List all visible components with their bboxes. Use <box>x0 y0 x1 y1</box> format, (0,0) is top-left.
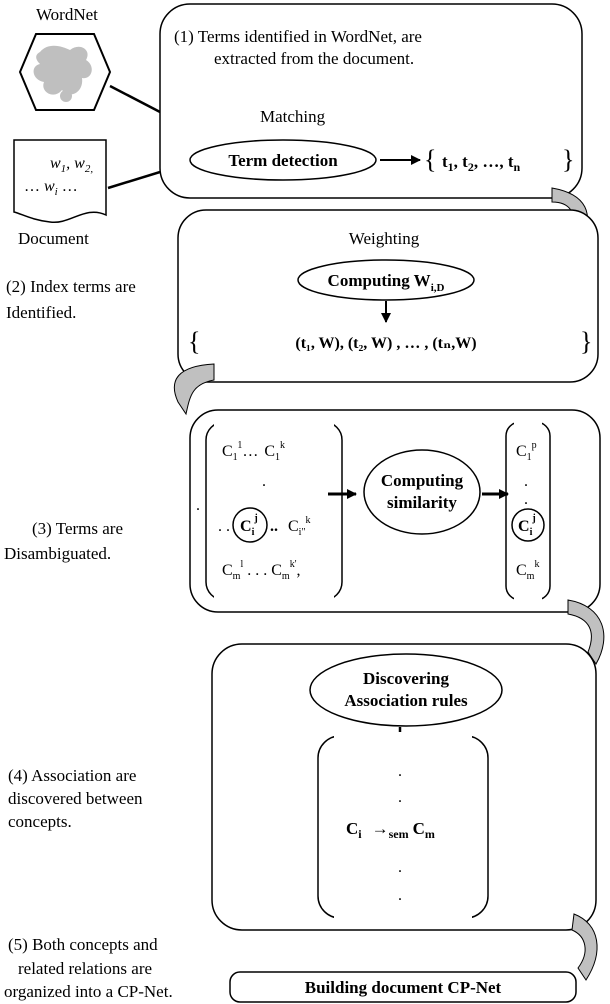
rules-dot4: . <box>398 887 402 904</box>
document-icon <box>13 139 107 223</box>
step5-box <box>229 971 577 1003</box>
weights-brace-right: } <box>580 327 592 356</box>
step5-caption-line1: (5) Both concepts and <box>8 935 158 954</box>
right-matrix-bottom: Cmk <box>516 559 539 582</box>
right-selected-circle <box>511 508 545 542</box>
connector-3-4 <box>567 599 605 665</box>
step2-caption-line1: (2) Index terms are <box>6 277 136 296</box>
step3-caption-line2: Disambiguated. <box>4 544 112 563</box>
wordnet-icon <box>18 33 112 111</box>
term-detection-label: Term detection <box>228 151 338 170</box>
association-rules-line1: Discovering <box>363 669 449 688</box>
left-matrix-row3-lead: . . <box>218 518 230 535</box>
weights-output: (t₁, W), (t₂, W) , … , (tₙ,W) <box>295 335 476 352</box>
left-matrix-row3-center: Cij <box>240 513 258 538</box>
left-matrix-row1: C11…C1k <box>222 440 285 463</box>
document-text-line2: … wi … <box>24 178 78 198</box>
left-candidate-circle <box>232 507 268 543</box>
building-cpnet-label: Building document CP-Net <box>305 978 502 997</box>
connector-2-3 <box>173 363 215 416</box>
terms-brace-left: { <box>424 145 436 174</box>
computing-similarity-line2: similarity <box>387 493 457 512</box>
left-matrix-side-dot: . <box>196 497 200 514</box>
right-matrix-top: C1p <box>516 440 537 463</box>
left-matrix-row4: Cml. . .Cmk', <box>222 559 301 582</box>
computing-similarity-line1: Computing <box>381 471 464 490</box>
rules-dot3: . <box>398 859 402 876</box>
association-rules-line2: Association rules <box>344 691 468 710</box>
right-matrix-dot2: . <box>524 491 528 508</box>
step2-caption-line2: Identified. <box>6 303 77 322</box>
terms-output: t1, t2, …, tn <box>442 152 521 174</box>
computing-weight-node <box>297 259 475 301</box>
step1-caption-line1: (1) Terms identified in WordNet, are <box>174 27 422 46</box>
left-matrix-row3-mid: .. <box>270 518 278 535</box>
right-matrix-center: Cij <box>518 513 536 538</box>
document-label: Document <box>18 229 89 248</box>
terms-brace-right: } <box>562 145 574 174</box>
step5-caption-line3: organized into a CP-Net. <box>4 982 173 1001</box>
weights-brace-left: { <box>188 327 200 356</box>
left-matrix-dot: . <box>262 473 266 490</box>
wordnet-label: WordNet <box>36 5 98 24</box>
rules-dot1: . <box>398 763 402 780</box>
step4-caption-line2: discovered between <box>8 789 143 808</box>
weighting-label: Weighting <box>349 229 420 248</box>
right-matrix-dot1: . <box>524 473 528 490</box>
computing-similarity-node <box>363 449 481 535</box>
computing-weight-label: Computing Wi,D <box>328 271 445 294</box>
left-matrix-row3-right: Ci"k <box>288 515 311 538</box>
document-text-line1: w1, w2, <box>50 155 93 175</box>
association-rules-node <box>309 653 503 727</box>
step4-caption-line1: (4) Association are <box>8 766 137 785</box>
step3-caption-line1: (3) Terms are <box>32 519 124 538</box>
connector-4-5 <box>571 913 598 981</box>
matching-label: Matching <box>260 107 326 126</box>
term-detection-node <box>189 139 377 181</box>
step5-caption-line2: related relations are <box>18 959 153 978</box>
step4-caption-line3: concepts. <box>8 812 72 831</box>
step1-caption-line2: extracted from the document. <box>214 49 414 68</box>
rules-dot2: . <box>398 789 402 806</box>
